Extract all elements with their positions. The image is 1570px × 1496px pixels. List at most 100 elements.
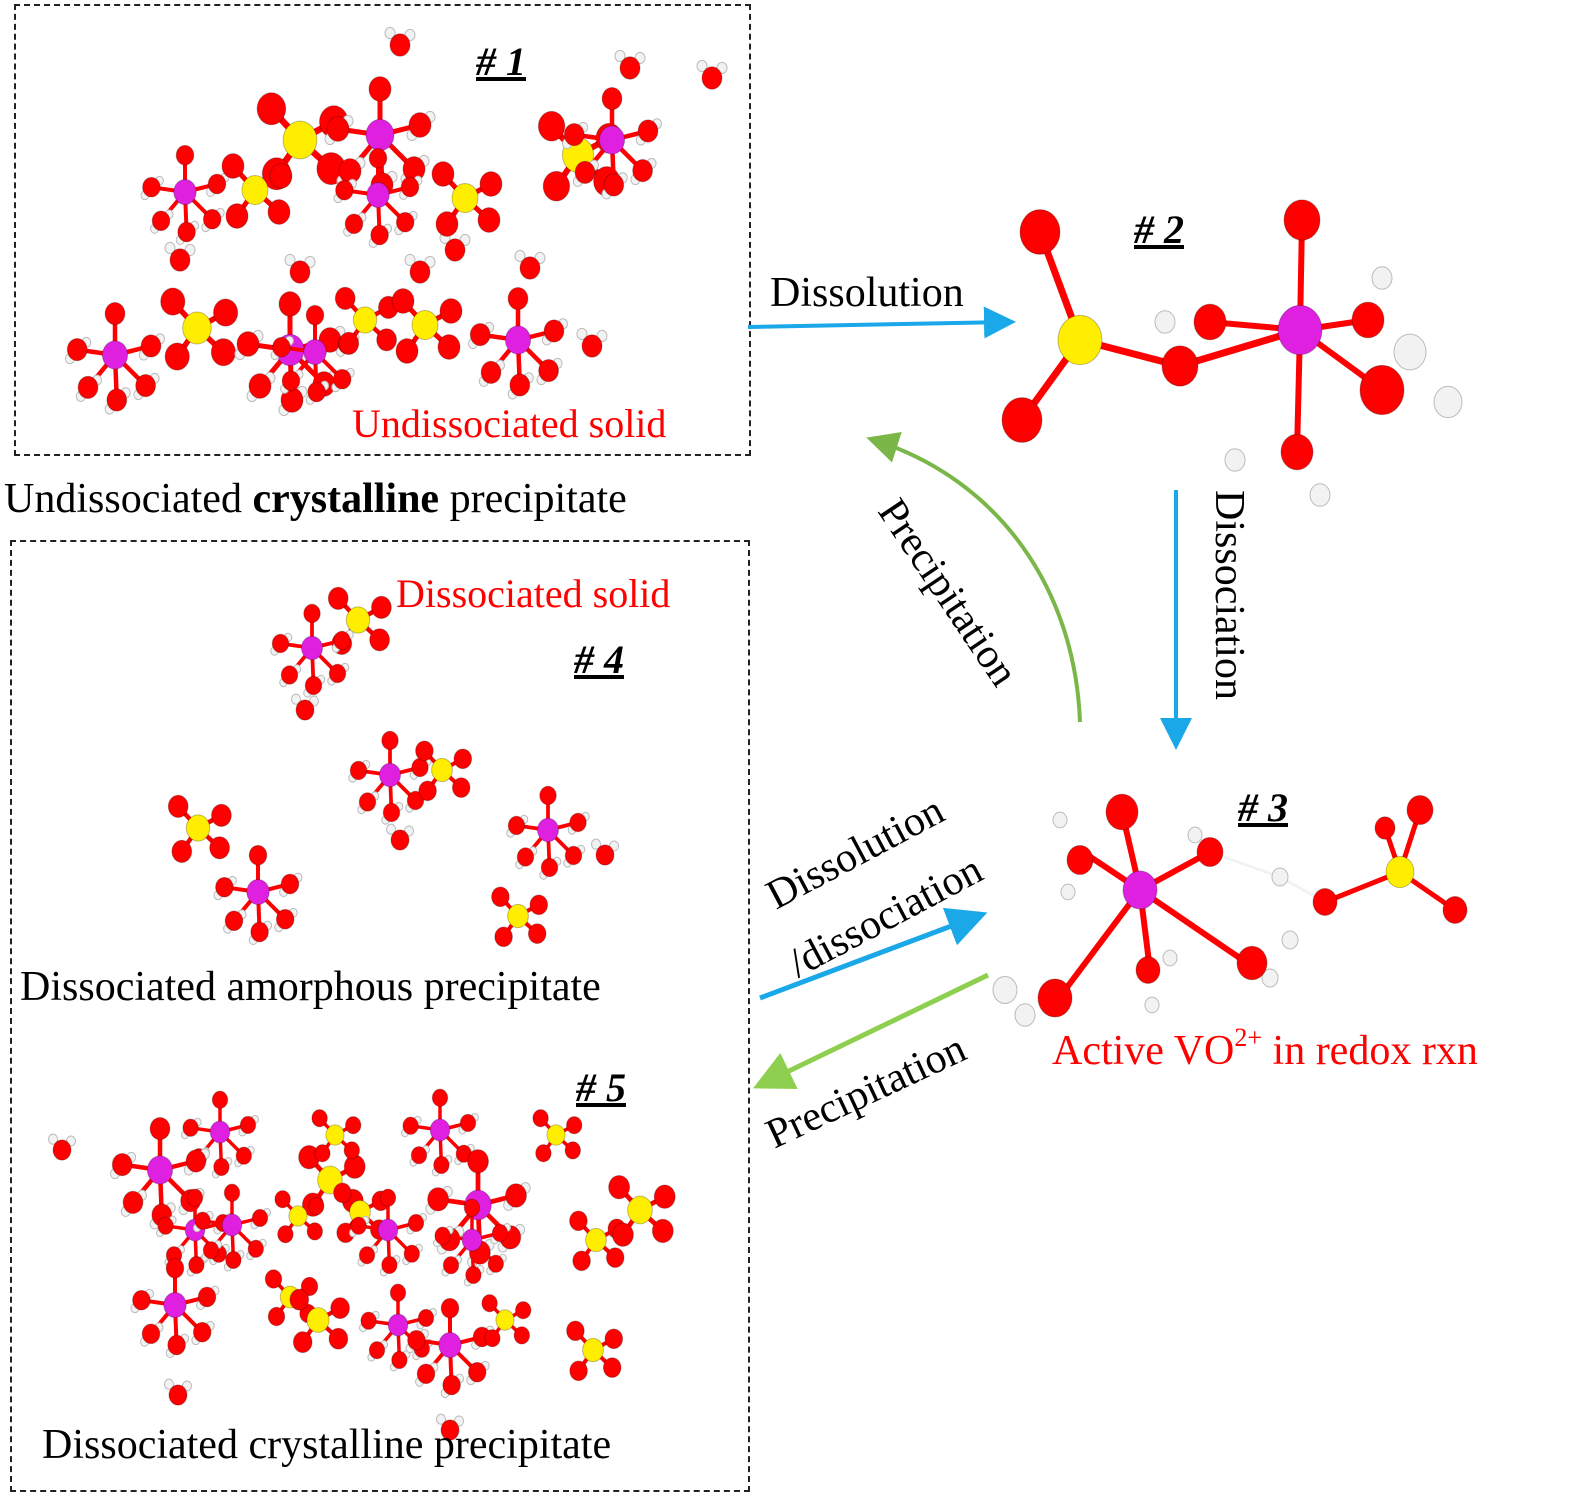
- oxygen-atom: [1359, 364, 1405, 416]
- oxygen-atom: [469, 323, 491, 347]
- sulfur-atom: [585, 1227, 607, 1253]
- oxygen-atom: [487, 1254, 504, 1273]
- oxygen-atom: [1135, 956, 1161, 984]
- hydrogen-atom: [291, 693, 301, 705]
- oxygen-atom: [77, 375, 99, 399]
- oxygen-atom: [539, 785, 557, 806]
- oxygen-atom: [637, 119, 659, 143]
- oxygen-atom: [111, 1153, 133, 1177]
- oxygen-atom: [256, 92, 287, 126]
- oxygen-atom: [295, 699, 315, 721]
- hydrogen-atom: [1224, 448, 1246, 472]
- vanadium-atom: [246, 878, 270, 906]
- oxygen-atom: [278, 291, 302, 317]
- oxygen-atom: [213, 1157, 230, 1177]
- oxygen-atom: [185, 1149, 207, 1173]
- oxygen-atom: [182, 1118, 199, 1137]
- vanadium-atom: [1277, 304, 1323, 356]
- oxygen-atom: [194, 1211, 211, 1230]
- hydrogen-atom: [1052, 811, 1068, 829]
- oxygen-atom: [566, 1320, 585, 1342]
- hydrogen-atom: [1281, 930, 1299, 950]
- oxygen-atom: [463, 1198, 481, 1217]
- oxygen-atom: [272, 336, 291, 358]
- oxygen-atom: [467, 1149, 489, 1174]
- vanadium-atom: [537, 817, 559, 843]
- oxygen-atom: [491, 886, 510, 908]
- oxygen-atom: [289, 1288, 310, 1311]
- oxygen-atom: [277, 1225, 294, 1244]
- oxygen-atom: [66, 338, 88, 362]
- oxygen-atom: [1283, 199, 1321, 241]
- oxygen-atom: [209, 836, 231, 860]
- molecule-panel-4: [167, 586, 619, 948]
- panel-1-caption-pre: Undissociated: [4, 476, 253, 522]
- oxygen-atom: [543, 319, 565, 343]
- oxygen-atom: [328, 663, 347, 684]
- oxygen-atom: [481, 1294, 498, 1313]
- oxygen-atom: [202, 1241, 220, 1260]
- oxygen-atom: [494, 926, 513, 948]
- sulfur-atom: [411, 309, 439, 341]
- bond: [1062, 887, 1143, 993]
- oxygen-atom: [390, 829, 410, 851]
- oxygen-atom: [192, 1321, 212, 1343]
- oxygen-atom: [395, 211, 415, 233]
- oxygen-atom: [427, 1187, 450, 1212]
- oxygen-atom: [132, 1289, 151, 1311]
- hydrogen-atom: [384, 26, 396, 40]
- vanadium-atom: [377, 1218, 399, 1242]
- oxygen-atom: [168, 1384, 188, 1406]
- oxygen-atom: [417, 1308, 435, 1328]
- oxygen-atom: [251, 1208, 269, 1228]
- oxygen-atom: [225, 1250, 242, 1270]
- oxygen-atom: [188, 1255, 205, 1275]
- oxygen-atom: [225, 203, 249, 229]
- oxygen-atom: [418, 780, 437, 802]
- oxygen-atom: [444, 238, 466, 262]
- oxygen-atom: [529, 894, 549, 916]
- oxygen-atom: [389, 33, 411, 57]
- oxygen-atom: [235, 1146, 253, 1165]
- hydrogen-atom: [1014, 1003, 1036, 1027]
- precipitation-curved-arrow: [866, 432, 1082, 723]
- oxygen-atom: [440, 1419, 460, 1441]
- oxygen-atom: [167, 1334, 186, 1356]
- sulfur-atom: [1385, 855, 1415, 889]
- oxygen-atom: [491, 1223, 509, 1243]
- oxygen-atom: [1374, 816, 1396, 840]
- oxygen-atom: [542, 170, 571, 202]
- oxygen-atom: [601, 87, 623, 111]
- oxygen-atom: [611, 1222, 634, 1247]
- vanadium-atom: [209, 1120, 231, 1144]
- oxygen-atom: [250, 921, 269, 943]
- vanadium-atom: [366, 181, 390, 209]
- oxygen-atom: [376, 328, 398, 352]
- oxygen-atom: [171, 839, 193, 863]
- hydrogen-atom: [591, 838, 601, 850]
- dissolution-label: Dissolution: [770, 270, 964, 316]
- oxygen-atom: [197, 1286, 217, 1308]
- oxygen-atom: [1001, 397, 1043, 443]
- oxygen-atom: [507, 815, 526, 836]
- oxygen-atom: [395, 338, 419, 364]
- dissolution-dissociation-arrow: [759, 907, 988, 1001]
- oxygen-atom: [267, 199, 291, 225]
- sulfur-atom: [185, 814, 211, 842]
- oxygen-atom: [370, 224, 389, 246]
- vanadium-atom: [163, 1291, 187, 1319]
- oxygen-atom: [211, 803, 232, 827]
- oxygen-atom: [382, 802, 401, 823]
- sulfur-atom: [325, 1124, 345, 1146]
- oxygen-atom: [267, 1306, 286, 1327]
- vanadium-atom: [438, 1331, 462, 1359]
- sulfur-atom: [451, 182, 479, 214]
- oxygen-atom: [566, 1116, 583, 1135]
- oxygen-atom: [202, 208, 222, 230]
- oxygen-atom: [442, 1374, 461, 1396]
- oxygen-atom: [431, 1088, 449, 1107]
- oxygen-atom: [513, 1326, 530, 1345]
- oxygen-atom: [280, 873, 300, 895]
- oxygen-atom: [437, 334, 461, 360]
- oxygen-atom: [569, 812, 587, 833]
